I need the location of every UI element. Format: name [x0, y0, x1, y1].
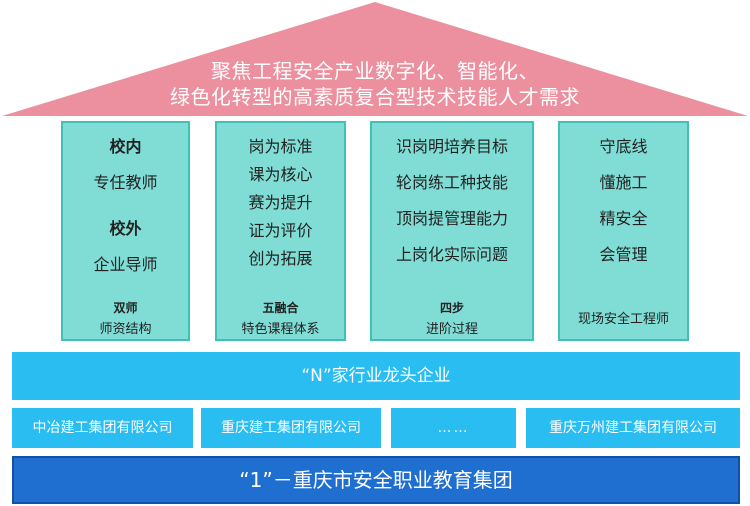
- roof-title-line-1: 聚焦工程安全产业数字化、智能化、: [211, 59, 539, 83]
- pillar-site-safety-engineer: 守底线 懂施工 精安全 会管理 现场安全工程师: [558, 121, 689, 341]
- company-box: 中冶建工集团有限公司: [12, 408, 193, 448]
- roof-triangle: [2, 2, 748, 116]
- pillar-footer-title: 四步: [439, 301, 464, 315]
- industry-leaders-band: “N”家行业龙头企业: [12, 352, 740, 400]
- pillar-line: 校外: [109, 219, 142, 238]
- pillar-line: 创为拓展: [248, 249, 313, 268]
- pillar-line: 顶岗提管理能力: [395, 209, 508, 228]
- pillar-footer-subtitle: 进阶过程: [425, 322, 478, 337]
- pillar-line: 证为评价: [248, 221, 313, 240]
- pillar-line: 轮岗练工种技能: [395, 173, 508, 192]
- pillar-line: 课为核心: [248, 165, 313, 184]
- pillar-line: 赛为提升: [248, 193, 313, 212]
- pillar-footer-subtitle: 特色课程体系: [241, 322, 320, 337]
- pillar-footer-title: 双师: [113, 301, 138, 315]
- pillar-dual-teachers: 校内 专任教师 校外 企业导师 双师 师资结构: [61, 121, 190, 341]
- company-box: 重庆万州建工集团有限公司: [526, 408, 740, 448]
- pillar-line: 精安全: [599, 209, 648, 228]
- pillar-line: 懂施工: [599, 173, 648, 192]
- pillar-footer-subtitle: 师资结构: [99, 322, 152, 337]
- pillar-line: 会管理: [599, 245, 648, 264]
- roof-title-line-2: 绿色化转型的高素质复合型技术技能人才需求: [170, 85, 580, 109]
- pillar-four-steps: 识岗明培养目标 轮岗练工种技能 顶岗提管理能力 上岗化实际问题 四步 进阶过程: [370, 121, 534, 341]
- company-ellipsis-box: ……: [391, 408, 516, 448]
- foundation-vocational-group: “1”－重庆市安全职业教育集团: [12, 456, 740, 504]
- pillar-line: 企业导师: [93, 255, 158, 274]
- company-box: 重庆建工集团有限公司: [201, 408, 381, 448]
- pillar-footer-title: 五融合: [262, 301, 299, 315]
- pillar-line: 守底线: [599, 137, 648, 156]
- pillar-line: 识岗明培养目标: [395, 137, 508, 156]
- pillar-line: 专任教师: [93, 173, 158, 192]
- pillar-line: 岗为标准: [248, 137, 313, 156]
- pillar-line: 上岗化实际问题: [395, 245, 508, 264]
- pillar-five-integrations: 岗为标准 课为核心 赛为提升 证为评价 创为拓展 五融合 特色课程体系: [215, 121, 346, 341]
- pillar-footer-subtitle: 现场安全工程师: [577, 312, 669, 327]
- pillar-line: 校内: [109, 137, 142, 156]
